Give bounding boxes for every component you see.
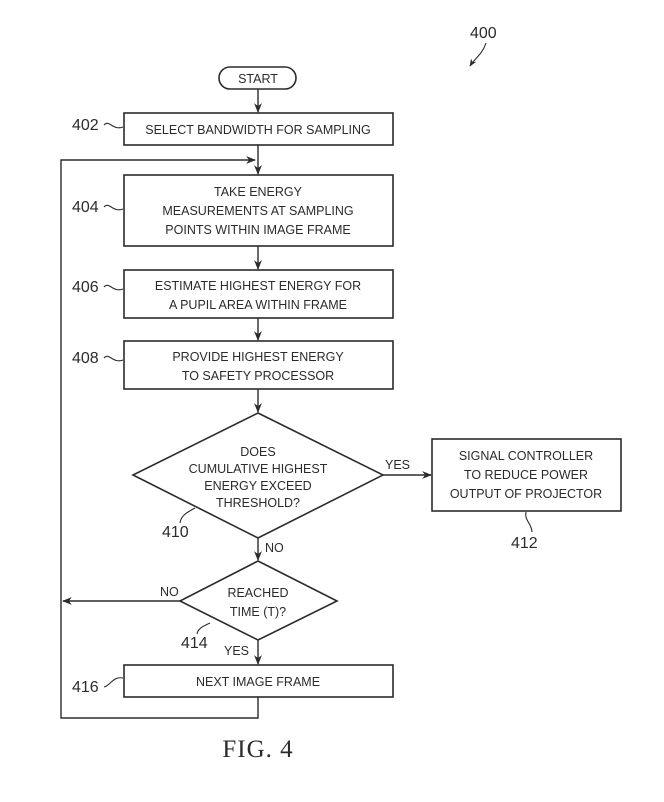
step-408-line-1: PROVIDE HIGHEST ENERGY [172,350,344,364]
edge-label-no-414: NO [160,585,179,599]
leader-412 [525,511,533,533]
ref-406: 406 [72,279,99,296]
ref-416: 416 [72,679,99,696]
ref-404: 404 [72,199,99,216]
step-406: ESTIMATE HIGHEST ENERGY FOR A PUPIL AREA… [123,269,394,319]
step-412-line-2: TO REDUCE POWER [464,468,588,482]
step-404: TAKE ENERGY MEASUREMENTS AT SAMPLING POI… [123,174,394,247]
step-404-line-2: MEASUREMENTS AT SAMPLING [162,204,353,218]
step-402-text: SELECT BANDWIDTH FOR SAMPLING [145,123,371,137]
figure-ref-arrow [469,42,487,67]
decision-410-line-1: DOES [240,445,275,459]
step-416-text: NEXT IMAGE FRAME [196,675,320,689]
step-412: SIGNAL CONTROLLER TO REDUCE POWER OUTPUT… [431,438,622,512]
leader-404 [103,204,124,211]
step-408-line-2: TO SAFETY PROCESSOR [182,369,334,383]
edge-label-yes-410: YES [385,458,410,472]
step-406-line-2: A PUPIL AREA WITHIN FRAME [169,298,347,312]
decision-410-line-3: ENERGY EXCEED [204,479,311,493]
figure-ref-number: 400 [470,25,497,42]
ref-402: 402 [72,117,99,134]
ref-408: 408 [72,350,99,367]
ref-410: 410 [162,524,189,541]
step-406-line-1: ESTIMATE HIGHEST ENERGY FOR [155,279,361,293]
step-412-line-1: SIGNAL CONTROLLER [459,449,593,463]
leader-408 [103,355,124,362]
decision-410-line-2: CUMULATIVE HIGHEST [189,462,328,476]
figure-caption: FIG. 4 [222,736,293,763]
step-404-line-1: TAKE ENERGY [214,185,303,199]
decision-414-line-1: REACHED [227,586,288,600]
leader-406 [103,284,124,291]
ref-414: 414 [181,635,208,652]
step-412-line-3: OUTPUT OF PROJECTOR [450,487,602,501]
step-416: NEXT IMAGE FRAME [123,664,394,698]
decision-410: DOES CUMULATIVE HIGHEST ENERGY EXCEED TH… [131,412,385,539]
edge-label-no-410: NO [265,541,284,555]
ref-412: 412 [511,535,538,552]
leader-414 [196,622,211,635]
step-408: PROVIDE HIGHEST ENERGY TO SAFETY PROCESS… [123,340,394,390]
decision-414-line-2: TIME (T)? [230,605,286,619]
loop-return-path [60,156,259,719]
leader-402 [103,122,124,129]
decision-414: REACHED TIME (T)? [178,560,339,641]
step-402: SELECT BANDWIDTH FOR SAMPLING [123,112,394,146]
leader-416 [103,677,124,688]
start-terminal: START [218,66,297,90]
step-404-line-3: POINTS WITHIN IMAGE FRAME [165,223,350,237]
decision-410-line-4: THRESHOLD? [216,496,300,510]
start-label: START [238,72,278,86]
leader-410 [179,507,196,524]
edge-label-yes-414: YES [224,644,249,658]
